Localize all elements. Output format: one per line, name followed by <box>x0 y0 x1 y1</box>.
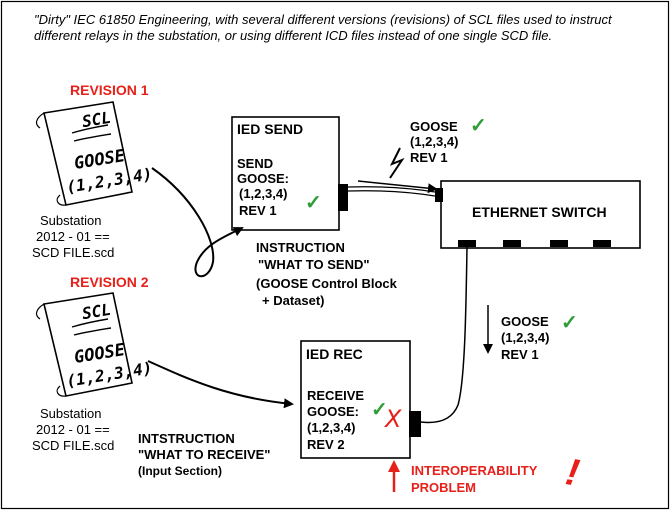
switch-port-1 <box>458 240 476 247</box>
problem-line1: INTEROPERABILITY <box>411 463 538 478</box>
instruction-receive-line2: "WHAT TO RECEIVE" <box>138 447 271 462</box>
revision-1-file-line2: 2012 - 01 == <box>36 229 110 244</box>
ied-rec-line2: GOOSE: <box>307 404 360 419</box>
ied-send-line1: SEND <box>237 156 274 171</box>
instruction-receive-line3: (Input Section) <box>138 464 222 478</box>
goose-top-check-icon: ✓ <box>470 115 487 137</box>
switch-port-2 <box>503 240 521 247</box>
ied-send-line2: GOOSE: <box>237 171 290 186</box>
receive-cable <box>420 246 468 424</box>
goose-down-line2: (1,2,3,4) <box>501 330 550 345</box>
problem-line2: PROBLEM <box>411 480 476 495</box>
ethernet-switch-box <box>440 180 641 249</box>
ied-send-line4: REV 1 <box>239 203 277 218</box>
instruction-send-line3: (GOOSE Control Block <box>256 276 397 291</box>
diagram-caption: "Dirty" IEC 61850 Engineering, with seve… <box>34 12 612 43</box>
ied-rec-check-icon: ✓ <box>371 399 388 421</box>
ied-rec-port <box>409 411 421 437</box>
goose-down-line1: GOOSE <box>501 314 549 329</box>
scl-document-2 <box>43 292 133 397</box>
goose-down-check-icon: ✓ <box>561 312 578 334</box>
revision-2-file-line3: SCD FILE.scd <box>32 438 115 453</box>
ied-rec-line1: RECEIVE <box>307 388 365 403</box>
send-cable <box>347 186 436 193</box>
instruction-receive-line1: INTSTRUCTION <box>138 431 235 446</box>
goose-top-line1: GOOSE <box>410 119 458 134</box>
ied-send-box <box>231 116 340 231</box>
ied-send-port <box>338 184 348 211</box>
revision-1-title: REVISION 1 <box>70 82 149 98</box>
instruction-send-line2: "WHAT TO SEND" <box>258 257 370 272</box>
ied-rec-line4: REV 2 <box>307 437 345 452</box>
instruction-send-line1: INSTRUCTION <box>256 240 345 255</box>
goose-down-line3: REV 1 <box>501 347 539 362</box>
switch-port-4 <box>593 240 611 247</box>
switch-port-3 <box>550 240 568 247</box>
scl-document-1 <box>43 101 133 206</box>
lightning-icon <box>389 147 405 179</box>
revision-1-file-line3: SCD FILE.scd <box>32 245 115 260</box>
revision-2-file-line2: 2012 - 01 == <box>36 422 110 437</box>
ied-rec-cross-icon: X <box>385 405 402 433</box>
ied-rec-line3: (1,2,3,4) <box>307 420 356 435</box>
ied-rec-title: IED REC <box>306 346 363 362</box>
instruction-send-arrow <box>151 167 244 278</box>
instruction-send-line4: + Dataset) <box>262 293 325 308</box>
ied-send-check-icon: ✓ <box>305 192 322 214</box>
revision-1-file-line1: Substation <box>40 213 102 228</box>
ethernet-switch-label: ETHERNET SWITCH <box>472 204 607 220</box>
goose-top-line3: REV 1 <box>410 150 448 165</box>
goose-top-line2: (1,2,3,4) <box>410 134 459 149</box>
goose-send-arrow <box>357 180 438 194</box>
instruction-receive-arrow <box>147 360 294 409</box>
ied-rec-box <box>300 340 411 459</box>
switch-uplink-port <box>435 188 443 202</box>
ied-send-title: IED SEND <box>237 121 304 137</box>
revision-2-file-line1: Substation <box>40 406 102 421</box>
revision-2-title: REVISION 2 <box>70 274 149 290</box>
ied-send-line3: (1,2,3,4) <box>239 186 288 201</box>
